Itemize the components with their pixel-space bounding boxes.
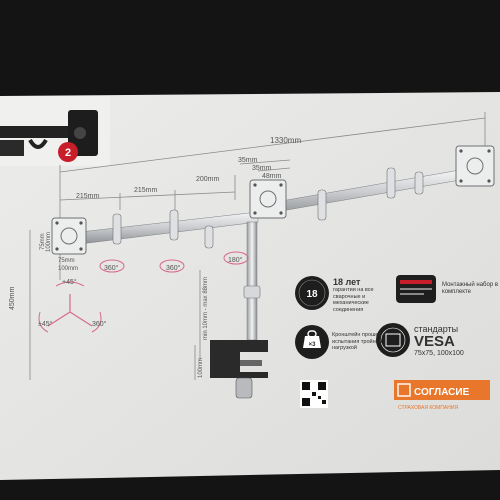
dim-seg-3: 200mm bbox=[196, 176, 220, 183]
warranty-text: гарантии на все сварочные и механические… bbox=[333, 287, 374, 313]
dim-total-width: 1330mm bbox=[270, 136, 301, 145]
dim-plate-h2: 100mm bbox=[46, 232, 52, 252]
weight-text: Кронштейн прошел испытания тройной нагру… bbox=[332, 332, 382, 351]
dim-plate-w2: 100mm bbox=[58, 266, 78, 272]
rotation-arrows bbox=[38, 251, 249, 333]
dim-plate-h: 75mm bbox=[40, 233, 46, 250]
dim-vesa-a: 35mm bbox=[238, 157, 258, 164]
dim-height: 450mm bbox=[9, 286, 16, 310]
angle-swivel: 360° bbox=[92, 320, 107, 328]
dim-seg-2: 215mm bbox=[134, 187, 158, 194]
inset-badge-number: 2 bbox=[65, 147, 71, 159]
dim-vesa-c: 48mm bbox=[262, 173, 282, 180]
angle-rot-3: 180° bbox=[228, 256, 243, 264]
svg-text:×3: ×3 bbox=[309, 342, 317, 348]
vesa-plate-left bbox=[51, 217, 87, 255]
vesa-big: VESA bbox=[414, 333, 455, 350]
kit-badge bbox=[396, 275, 436, 303]
warranty-text-block: 18 лет гарантии на все сварочные и механ… bbox=[333, 277, 391, 313]
dim-plate-w: 75mm bbox=[58, 258, 75, 264]
inset-badge-circle bbox=[58, 142, 78, 162]
dim-seg-1: 215mm bbox=[76, 193, 100, 200]
dim-pole-range: min 10mm - max 88mm bbox=[203, 277, 209, 340]
vesa-badge bbox=[376, 323, 410, 357]
vesa-plate-center bbox=[249, 179, 287, 219]
svg-text:18: 18 bbox=[306, 289, 318, 300]
svg-text:СТРАХОВАЯ КОМПАНИЯ: СТРАХОВАЯ КОМПАНИЯ bbox=[398, 405, 458, 411]
vesa-label: стандарты bbox=[414, 324, 459, 334]
angle-tilt-left: ±45° bbox=[38, 320, 53, 328]
pole bbox=[246, 221, 258, 341]
brand-logo: СОГЛАСИЕ СТРАХОВАЯ КОМПАНИЯ bbox=[394, 380, 490, 411]
vesa-text-block: стандарты VESA 75x75, 100x100 bbox=[414, 324, 500, 358]
warranty-badge: 18 bbox=[295, 276, 329, 310]
qr-code bbox=[300, 380, 328, 408]
angle-rot-1: 360° bbox=[104, 264, 119, 272]
svg-text:СОГЛАСИЕ: СОГЛАСИЕ bbox=[414, 387, 470, 398]
weight-badge: ×3 bbox=[295, 325, 329, 359]
arm-assembly bbox=[51, 145, 495, 399]
inset-photo: 2 bbox=[0, 96, 110, 166]
vesa-sizes: 75x75, 100x100 bbox=[414, 350, 464, 357]
angle-rot-2: 360° bbox=[166, 264, 181, 272]
kit-text: Монтажный набор в комплекте bbox=[442, 282, 499, 295]
warranty-title: 18 лет bbox=[333, 277, 361, 287]
desk-clamp bbox=[210, 340, 268, 378]
vesa-plate-right bbox=[455, 145, 495, 187]
dim-base-height: 100mm bbox=[198, 358, 204, 378]
angle-tilt-up: +45° bbox=[62, 278, 77, 286]
dim-vesa-b: 35mm bbox=[252, 165, 272, 172]
